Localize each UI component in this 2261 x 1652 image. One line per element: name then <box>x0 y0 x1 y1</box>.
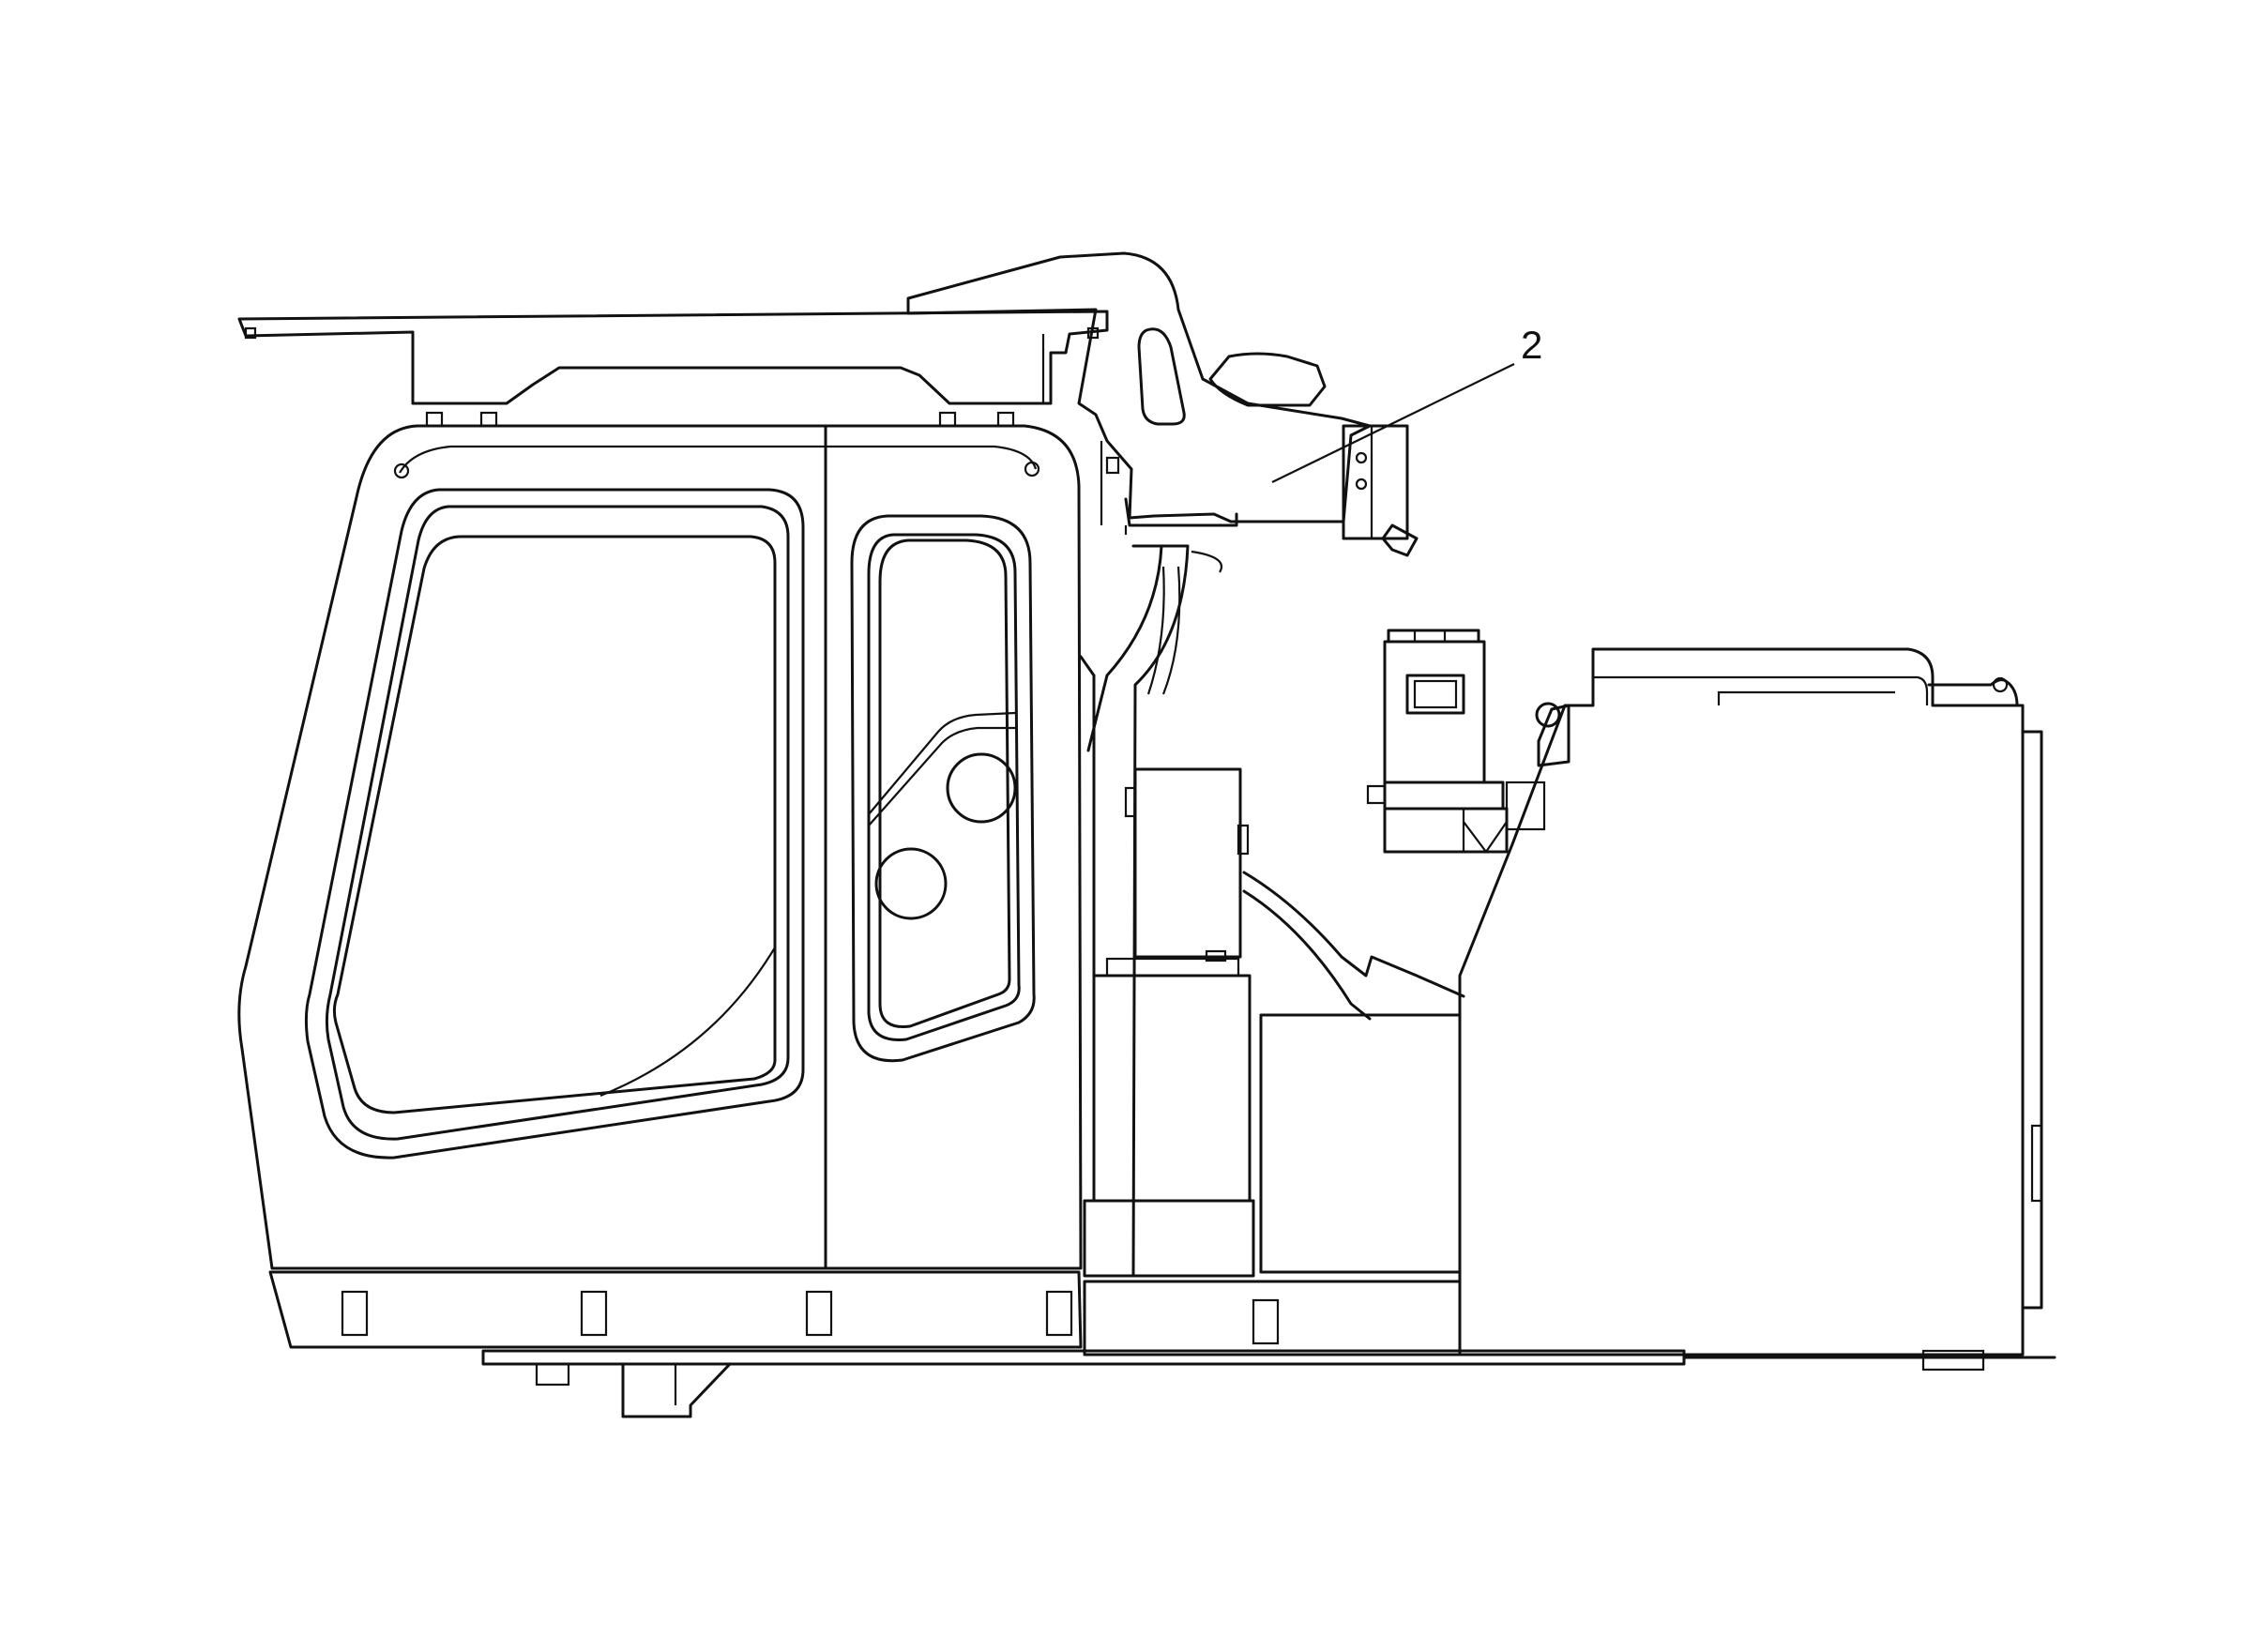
middle-compartment <box>1083 767 1465 1356</box>
roof-canopy <box>237 310 1109 405</box>
rear-box <box>1458 647 2043 1356</box>
cab-base <box>268 1270 1083 1349</box>
filter-unit <box>1366 629 1546 854</box>
callout-leader-line <box>1271 363 1515 483</box>
front-window <box>304 488 805 1159</box>
callout-label: 2 <box>1521 323 1543 367</box>
cab-body <box>237 411 1083 1270</box>
door-window <box>850 514 1036 1063</box>
hoses <box>1079 544 1222 1278</box>
frame-rail <box>481 1349 2056 1418</box>
rear-mast <box>906 251 1419 557</box>
